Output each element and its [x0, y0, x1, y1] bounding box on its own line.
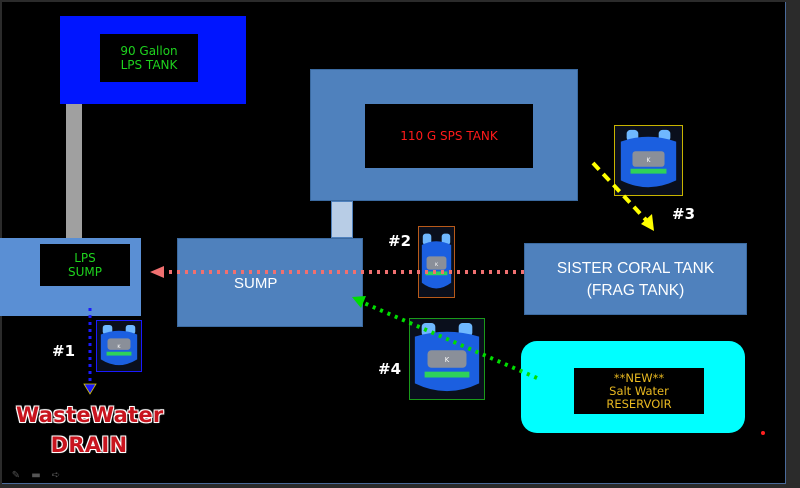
slideshow-toolbar: ✎ ▬ ➪ — [10, 470, 62, 482]
sps-tank: 110 G SPS TANK — [310, 69, 578, 201]
pump-3-number: #3 — [672, 205, 696, 223]
svg-text:K: K — [445, 356, 450, 364]
kamoer-pump-icon: K — [100, 324, 138, 366]
svg-text:K: K — [435, 262, 439, 268]
svg-text:K: K — [117, 344, 121, 350]
pump-2-number: #2 — [388, 232, 412, 250]
pipe-lps-tank-to-sump — [66, 104, 82, 244]
pump-1: K — [96, 320, 142, 372]
frag-tank-label-line2: (FRAG TANK) — [586, 282, 685, 299]
pen-icon[interactable]: ✎ — [11, 470, 21, 481]
kamoer-pump-icon: K — [421, 233, 452, 289]
wastewater-drain-label: WasteWater DRAIN — [16, 403, 164, 457]
kamoer-pump-icon: K — [414, 322, 480, 392]
svg-text:K: K — [647, 158, 651, 164]
pump-1-number: #1 — [52, 342, 76, 360]
pump-4-number: #4 — [378, 360, 402, 378]
pump-3: K — [614, 125, 683, 196]
pipe-sps-to-sump — [331, 201, 353, 238]
reservoir-label: **NEW** Salt Water RESERVOIR — [574, 368, 704, 414]
sump-label: SUMP — [234, 275, 278, 292]
pump-2: K — [418, 226, 455, 298]
frag-tank: SISTER CORAL TANK (FRAG TANK) — [524, 243, 747, 315]
sps-tank-label: 110 G SPS TANK — [365, 104, 533, 168]
pump-4: K — [409, 318, 485, 400]
next-arrow-icon[interactable]: ➪ — [51, 470, 61, 481]
salt-water-reservoir: **NEW** Salt Water RESERVOIR — [521, 341, 745, 433]
frag-tank-label-line1: SISTER CORAL TANK — [556, 260, 715, 277]
sump: SUMP — [177, 238, 363, 327]
kamoer-pump-icon: K — [620, 129, 677, 188]
slide-icon[interactable]: ▬ — [31, 470, 41, 481]
